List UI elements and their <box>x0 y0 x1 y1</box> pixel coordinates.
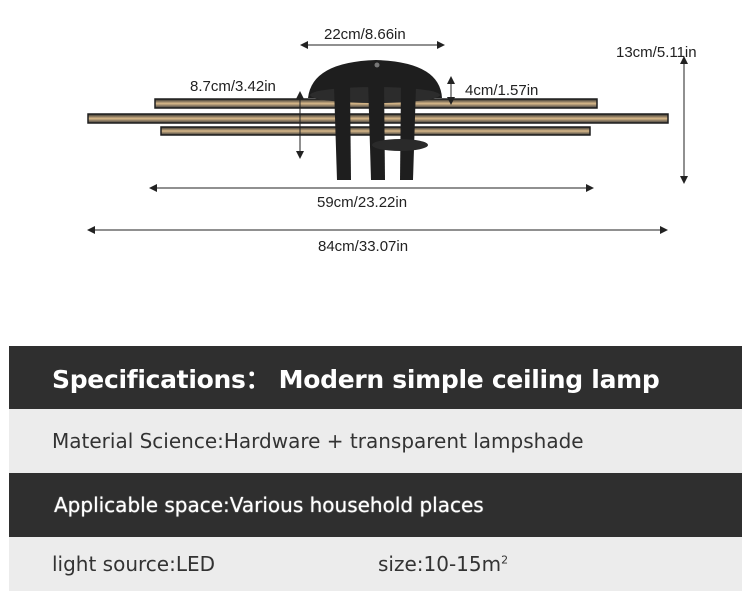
spec-size: size:10-15m2 <box>378 552 508 576</box>
dim-label-total-height: 13cm/5.11in <box>616 44 697 61</box>
spec-material-row: Material Science:Hardware + transparent … <box>9 409 742 473</box>
spec-source-row: light source:LED size:10-15m2 <box>9 537 742 591</box>
lamp-drawing <box>87 41 688 234</box>
dim-label-full-length: 84cm/33.07in <box>318 238 409 255</box>
dim-label-side-height: 8.7cm/3.42in <box>190 78 276 95</box>
spec-material: Material Science:Hardware + transparent … <box>52 429 584 453</box>
dim-label-canopy-height: 4cm/1.57in <box>465 82 539 99</box>
spec-size-label: size:10-15m <box>378 552 502 576</box>
spec-title-row: Specifications： Modern simple ceiling la… <box>9 346 742 409</box>
lamp-dimension-diagram: 22cm/8.66in 13cm/5.11in 8.7cm/3.42in 4cm… <box>0 0 744 290</box>
lamp-arms <box>334 80 428 180</box>
dim-label-top-width: 22cm/8.66in <box>324 26 406 43</box>
spec-title: Specifications： Modern simple ceiling la… <box>52 364 660 394</box>
dim-label-mid-length: 59cm/23.22in <box>317 194 408 211</box>
spec-light-source: light source:LED <box>52 552 216 576</box>
specifications-table: Specifications： Modern simple ceiling la… <box>9 346 742 591</box>
dimension-lines <box>87 41 688 234</box>
spec-space: Applicable space:Various household place… <box>54 493 484 517</box>
spec-space-row: Applicable space:Various household place… <box>9 473 742 537</box>
spec-size-sup: 2 <box>501 553 509 567</box>
